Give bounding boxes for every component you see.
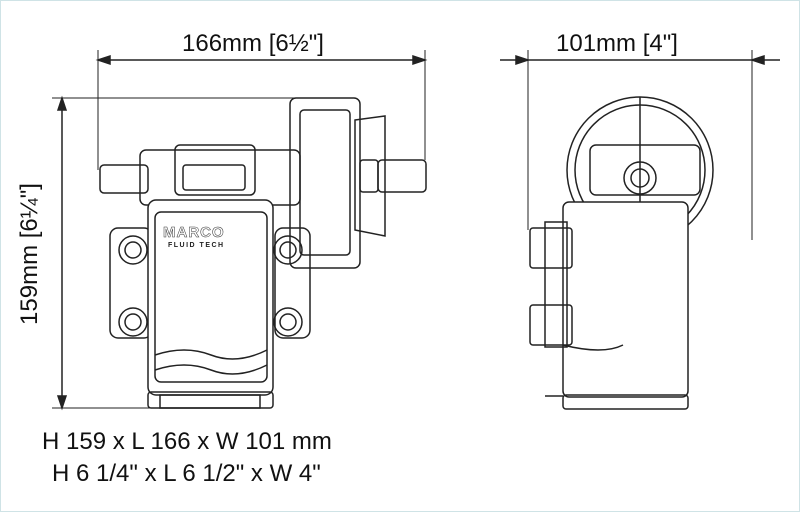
logo-sub: FLUID TECH — [168, 242, 225, 249]
pump-front-view — [99, 97, 427, 409]
height-label: 159mm [6¼"] — [16, 183, 43, 325]
logo-brand: MARCO — [163, 224, 225, 242]
spec-metric: H 159 x L 166 x W 101 mm — [42, 428, 332, 455]
dimension-line-front-width — [95, 50, 428, 170]
dimension-line-side-width — [500, 50, 780, 240]
dimension-line-height — [52, 95, 300, 411]
pump-side-view — [529, 96, 714, 410]
side-width-label: 101mm [4"] — [556, 30, 678, 57]
spec-imperial: H 6 1/4" x L 6 1/2" x W 4" — [52, 460, 321, 487]
front-width-label: 166mm [6½"] — [182, 30, 324, 57]
